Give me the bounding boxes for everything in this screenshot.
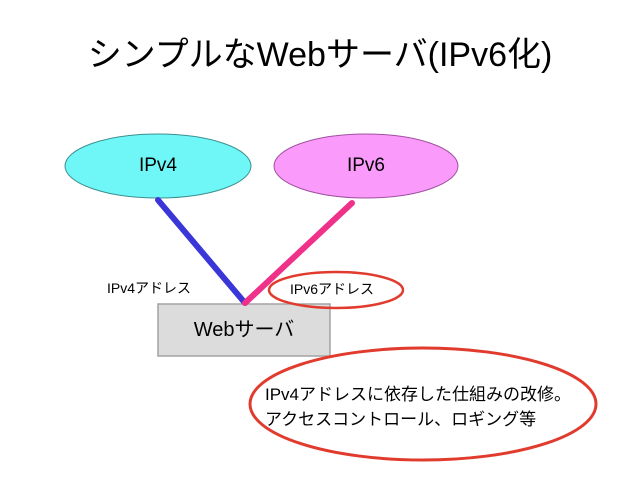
ipv6-connection-line [242,200,355,306]
ipv6-address-label: IPv6アドレス [290,281,375,297]
note-line-1: IPv4アドレスに依存した仕組みの改修。 [265,385,572,404]
ipv4-connection-line [155,197,248,306]
ipv6-address-highlight-ellipse [267,270,405,310]
ipv4-cloud-label: IPv4 [138,155,178,176]
note-text: IPv4アドレスに依存した仕組みの改修。 アクセスコントロール、ロギング等 [265,382,571,432]
ipv4-address-label: IPv4アドレス [107,280,192,296]
ipv6-cloud-label: IPv6 [346,155,386,176]
note-line-2: アクセスコントロール、ロギング等 [265,410,537,429]
slide-title: シンプルなWebサーバ(IPv6化) [87,36,553,74]
ipv6-cloud-ellipse [273,133,459,199]
web-server-box [157,303,331,357]
web-server-label: Webサーバ [193,319,295,341]
note-highlight-ellipse [248,346,598,462]
